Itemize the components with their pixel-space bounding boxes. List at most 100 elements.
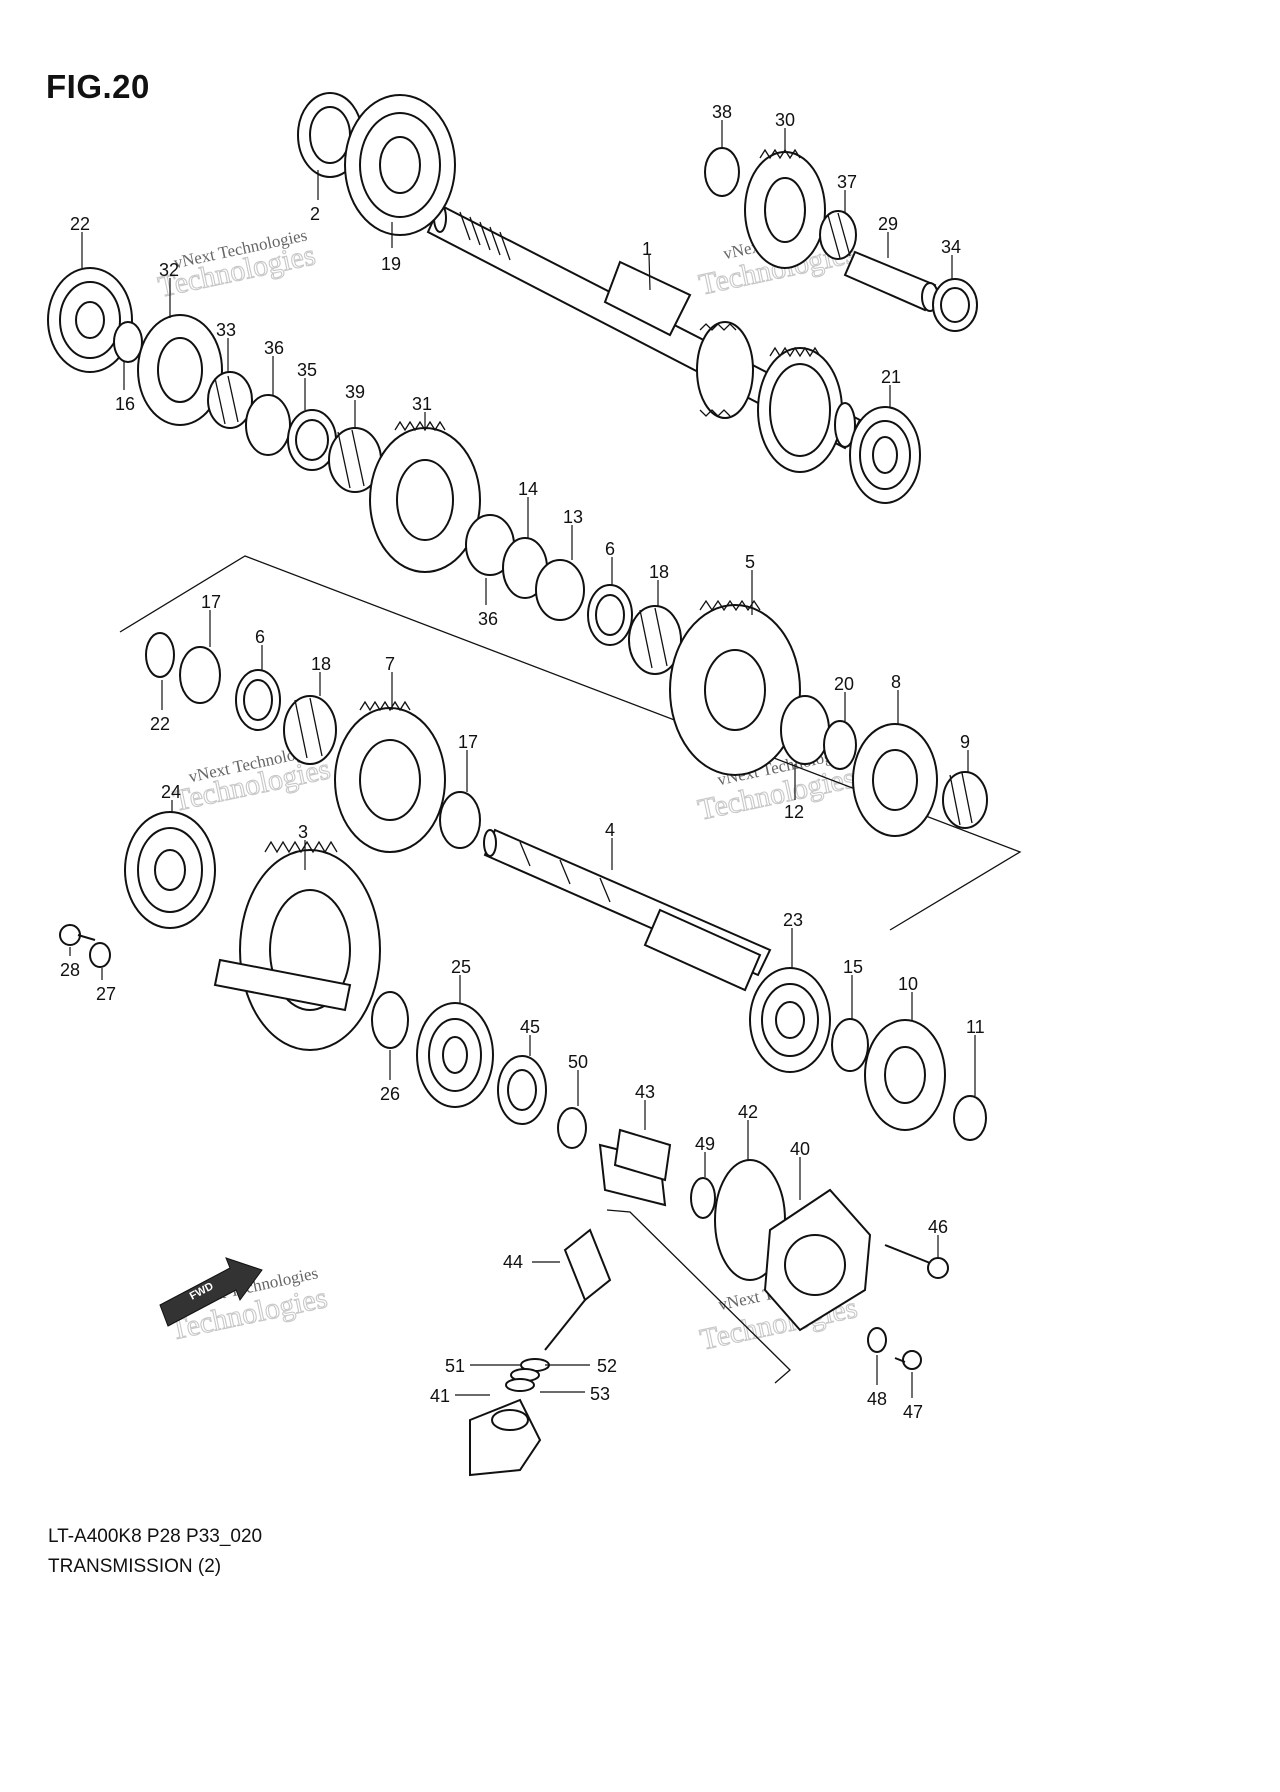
callout-label: 39 xyxy=(345,382,365,402)
part-30-gear xyxy=(744,148,826,269)
callout-label: 38 xyxy=(712,102,732,122)
part-49-o-ring xyxy=(690,1177,716,1219)
callout-label: 1 xyxy=(642,239,652,259)
callout-label: 31 xyxy=(412,394,432,414)
part-48-washer xyxy=(867,1327,887,1353)
callout-label: 53 xyxy=(590,1384,610,1404)
part-25-bearing xyxy=(416,1002,494,1108)
callout-group: 1 2 3 4 5 6 6 7 8 9 10 11 12 13 14 15 16 xyxy=(60,102,985,1422)
callout-label: 5 xyxy=(745,552,755,572)
part-16-washer xyxy=(113,321,143,363)
callout-label: 46 xyxy=(928,1217,948,1237)
part-3-output-gear xyxy=(213,840,381,1051)
part-23-bearing xyxy=(749,967,831,1073)
part-37-needle-bearing xyxy=(819,210,857,260)
callout-label: 34 xyxy=(941,237,961,257)
callout-label: 44 xyxy=(503,1252,523,1272)
callout-label: 28 xyxy=(60,960,80,980)
part-31-gear xyxy=(369,420,481,573)
part-36-washer-top xyxy=(245,394,291,456)
part-13-washer xyxy=(535,559,585,621)
part-10-gear xyxy=(864,1019,946,1131)
callout-label: 2 xyxy=(310,204,320,224)
part-32-gear xyxy=(137,314,223,426)
part-34-bushing xyxy=(932,278,978,332)
callout-label: 42 xyxy=(738,1102,758,1122)
callout-label: 45 xyxy=(520,1017,540,1037)
part-17-washer-left xyxy=(179,646,221,704)
part-1-main-shaft xyxy=(426,203,862,473)
callout-label: 29 xyxy=(878,214,898,234)
part-7-gear xyxy=(334,700,446,853)
part-50-washer xyxy=(557,1107,587,1149)
callout-label: 7 xyxy=(385,654,395,674)
callout-label: 4 xyxy=(605,820,615,840)
callout-label: 6 xyxy=(255,627,265,647)
callout-label: 21 xyxy=(881,367,901,387)
part-53-washer xyxy=(505,1378,535,1392)
part-41-bushing-holder xyxy=(469,1398,542,1477)
callout-label: 15 xyxy=(843,957,863,977)
assembly-bracket-outline xyxy=(119,555,1022,931)
callout-label: 36 xyxy=(478,609,498,629)
figure-title: FIG.20 xyxy=(46,68,150,105)
part-40-housing xyxy=(763,1188,872,1332)
part-17-washer-right xyxy=(439,791,481,849)
part-22-bearing-top xyxy=(47,267,133,373)
part-47-screw xyxy=(894,1350,922,1370)
part-20-circlip xyxy=(823,720,857,770)
part-19-bearing xyxy=(344,94,456,236)
callout-label: 14 xyxy=(518,479,538,499)
callout-label: 19 xyxy=(381,254,401,274)
part-6-bushing-right xyxy=(587,584,633,646)
part-26-washer xyxy=(371,991,409,1049)
part-18-needle-bearing-right xyxy=(628,605,682,675)
callout-label: 22 xyxy=(150,714,170,734)
callout-label: 8 xyxy=(891,672,901,692)
callout-label: 18 xyxy=(649,562,669,582)
part-18-needle-bearing-left xyxy=(283,695,337,765)
callout-label: 36 xyxy=(264,338,284,358)
model-code: LT-A400K8 P28 P33_020 xyxy=(48,1526,263,1547)
callout-label: 51 xyxy=(445,1356,465,1376)
part-21-bearing xyxy=(849,406,921,504)
callout-label: 49 xyxy=(695,1134,715,1154)
part-22-circlip xyxy=(145,632,175,678)
callout-label: 47 xyxy=(903,1402,923,1422)
callout-label: 41 xyxy=(430,1386,450,1406)
part-29-sleeve xyxy=(843,250,939,312)
callout-label: 33 xyxy=(216,320,236,340)
callout-label: 48 xyxy=(867,1389,887,1409)
part-24-bearing xyxy=(124,811,216,929)
part-12-washer xyxy=(780,695,830,765)
assembly-bracket-outline-lower xyxy=(606,1209,791,1384)
callout-label: 9 xyxy=(960,732,970,752)
callout-label: 17 xyxy=(201,592,221,612)
callout-label: 26 xyxy=(380,1084,400,1104)
callout-label: 24 xyxy=(161,782,181,802)
part-6-bushing-left xyxy=(235,669,281,731)
callout-label: 27 xyxy=(96,984,116,1004)
callout-label: 35 xyxy=(297,360,317,380)
callout-label: 16 xyxy=(115,394,135,414)
section-title: TRANSMISSION (2) xyxy=(48,1556,222,1577)
part-9-bushing xyxy=(942,771,988,829)
part-44-driven-gear xyxy=(544,1228,612,1351)
callout-label: 43 xyxy=(635,1082,655,1102)
callout-label: 50 xyxy=(568,1052,588,1072)
part-27-washer xyxy=(89,942,111,968)
callout-label: 13 xyxy=(563,507,583,527)
part-4-countershaft xyxy=(483,828,772,992)
callout-label: 22 xyxy=(70,214,90,234)
callout-label: 18 xyxy=(311,654,331,674)
callout-label: 52 xyxy=(597,1356,617,1376)
callout-label: 37 xyxy=(837,172,857,192)
part-33-needle-bearing xyxy=(207,371,253,429)
callout-label: 3 xyxy=(298,822,308,842)
part-15-washer xyxy=(831,1018,869,1072)
part-8-shift-gear xyxy=(852,723,938,837)
callout-label: 20 xyxy=(834,674,854,694)
callout-label: 17 xyxy=(458,732,478,752)
callout-label: 40 xyxy=(790,1139,810,1159)
